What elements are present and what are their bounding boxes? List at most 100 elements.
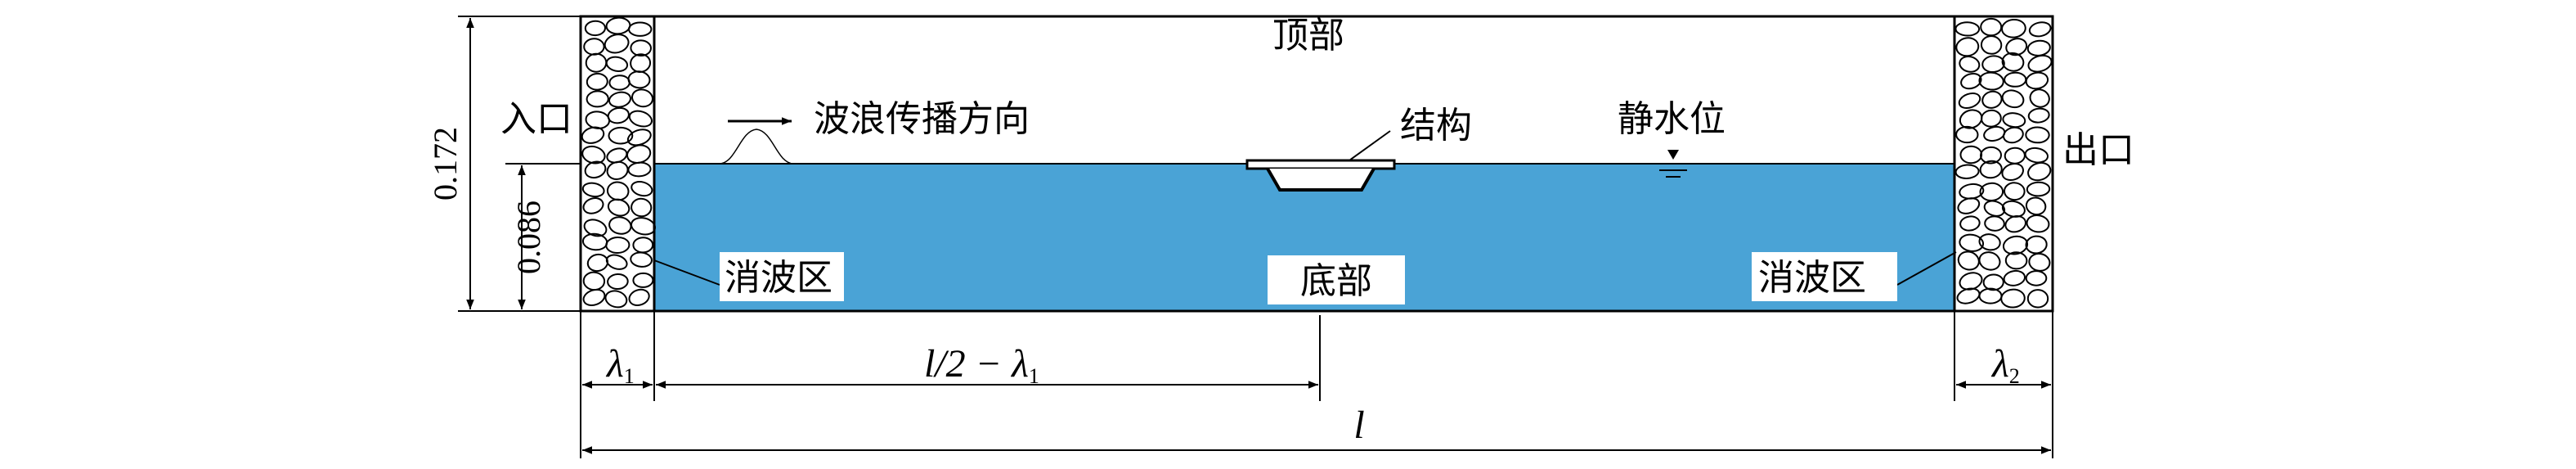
height-total-dimension: [458, 16, 581, 312]
stone: [2004, 215, 2026, 233]
stone: [1981, 109, 2002, 128]
structure-label: 结构: [1400, 106, 1472, 146]
stone: [626, 129, 652, 147]
stone: [1959, 215, 1981, 232]
stone: [631, 197, 653, 218]
stone: [1978, 251, 2001, 271]
structure-icon: [1245, 130, 1396, 192]
stone: [2025, 126, 2050, 144]
stone: [1981, 55, 2005, 74]
wave-crest-icon: [719, 129, 794, 165]
absorber-right-leader: [1896, 251, 1957, 286]
stone: [1978, 233, 2001, 251]
length-label: l: [1353, 404, 1364, 447]
stone: [584, 20, 606, 37]
stone: [630, 39, 652, 57]
outlet-label: 出口: [2062, 130, 2134, 170]
absorber-left-leader: [653, 259, 720, 286]
stone: [606, 160, 629, 180]
stone: [608, 126, 634, 145]
stone: [1954, 164, 1980, 179]
stone: [631, 88, 653, 108]
stone: [1980, 35, 2003, 55]
stone: [2025, 71, 2049, 90]
bottom-label: 底部: [1300, 261, 1372, 301]
stone: [627, 70, 651, 89]
stone: [2026, 289, 2049, 309]
stone: [2027, 107, 2050, 124]
absorber-left-label-box: [720, 252, 844, 301]
absorber-zone-left: [581, 16, 656, 311]
stone: [627, 161, 652, 178]
lambda1-label: λ1: [605, 342, 635, 388]
stone: [2003, 126, 2024, 144]
stone: [1981, 90, 2003, 109]
stone: [1955, 125, 1979, 144]
stone: [2029, 88, 2050, 108]
still-water-level-marker-icon: [1652, 150, 1694, 178]
stone: [1957, 250, 1980, 271]
absorber-left-label: 消波区: [725, 258, 832, 298]
stone: [584, 160, 607, 179]
stone: [1956, 287, 1981, 304]
stone: [2001, 52, 2025, 72]
still-water-level-label: 静水位: [1618, 99, 1726, 139]
stone: [604, 290, 628, 309]
stone: [2001, 162, 2024, 182]
stone: [2028, 21, 2052, 38]
stone: [604, 34, 630, 54]
stone: [1959, 145, 1983, 165]
stone: [1978, 71, 2004, 91]
stone: [1983, 125, 2006, 142]
stone: [1979, 160, 2003, 179]
stone: [1959, 233, 1985, 252]
top-label: 顶部: [1272, 16, 1344, 56]
stone: [2004, 251, 2028, 270]
stone: [581, 126, 605, 144]
stone: [2024, 147, 2049, 164]
stone: [581, 182, 605, 198]
stone: [608, 91, 631, 108]
stone: [2003, 269, 2026, 286]
stone: [607, 273, 629, 291]
stone: [2001, 18, 2026, 38]
stone: [628, 110, 653, 128]
stone: [2025, 196, 2047, 216]
absorber-right-label: 消波区: [1758, 258, 1866, 298]
stone: [605, 236, 631, 255]
stone: [605, 56, 629, 72]
absorber-zone-right: [1953, 16, 2053, 311]
stone: [628, 21, 653, 37]
inlet-label: 入口: [500, 99, 572, 139]
absorber-right-label-box: [1752, 252, 1897, 301]
stone: [1984, 215, 2005, 232]
stone: [585, 110, 611, 129]
stone: [608, 216, 632, 235]
stone: [586, 72, 608, 91]
height-total-label: 0.172: [427, 127, 464, 201]
stone: [630, 251, 653, 268]
stone: [2026, 181, 2051, 197]
stone: [2001, 200, 2026, 218]
stone: [628, 288, 650, 306]
stone: [586, 90, 609, 108]
stone: [2027, 161, 2052, 182]
stone: [605, 254, 628, 270]
stone: [1959, 56, 1981, 73]
stone: [2027, 54, 2053, 73]
stone: [607, 198, 631, 217]
stone: [2004, 182, 2026, 201]
horizontal-dimension-extensions: [580, 311, 2053, 458]
stone: [1958, 92, 1981, 110]
stone: [582, 197, 604, 214]
half-length-label: l/2 − λ1: [924, 342, 1039, 388]
stone: [582, 288, 606, 306]
wave-direction-label: 波浪传播方向: [814, 99, 1030, 139]
lambda2-label: λ2: [1990, 342, 2020, 388]
stone: [1982, 273, 2004, 291]
stone: [1954, 21, 1981, 37]
stone: [2001, 89, 2025, 109]
stone: [2025, 270, 2048, 286]
height-water-label: 0.086: [510, 201, 547, 274]
